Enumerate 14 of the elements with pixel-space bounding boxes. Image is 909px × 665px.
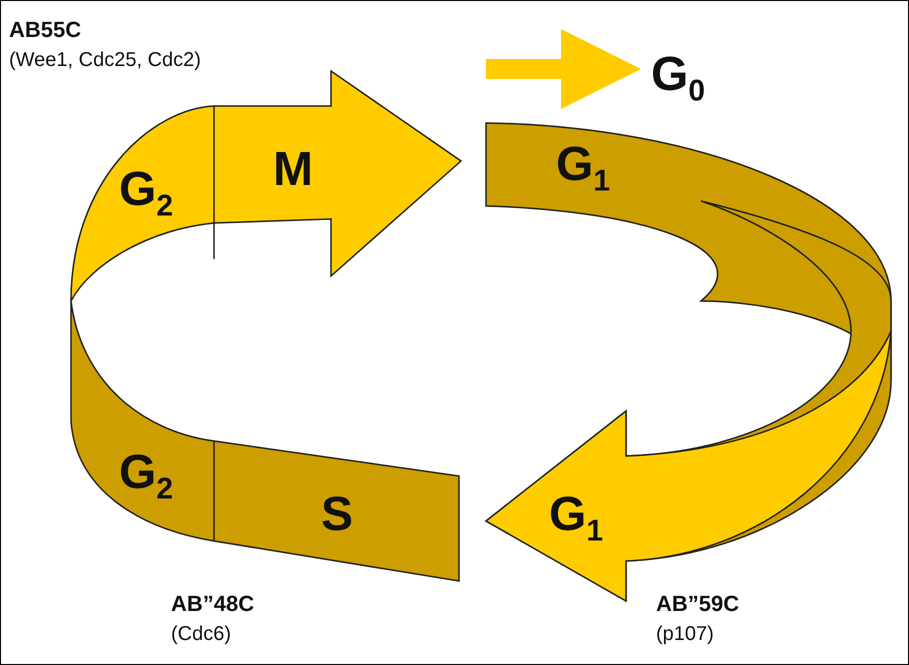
gene-list: (p107) xyxy=(656,623,714,646)
marker-name: AB55C xyxy=(9,17,82,43)
gene-list: (Wee1, Cdc25, Cdc2) xyxy=(9,49,201,72)
marker-name: AB”59C xyxy=(656,591,740,617)
phase-label: S xyxy=(321,491,354,539)
phase-label: G$_{1}$ xyxy=(556,141,610,197)
phase-label: M xyxy=(273,146,313,194)
marker-name: AB”48C xyxy=(171,591,254,617)
phase-label: G$_{2}$ xyxy=(119,166,174,222)
arrow xyxy=(486,29,641,109)
phase-label: G$_{2}$ xyxy=(119,449,174,505)
gene-list: (Cdc6) xyxy=(171,623,232,646)
phase-label: G$_{0}$ xyxy=(651,51,706,107)
phase-label: G$_{1}$ xyxy=(549,491,604,547)
